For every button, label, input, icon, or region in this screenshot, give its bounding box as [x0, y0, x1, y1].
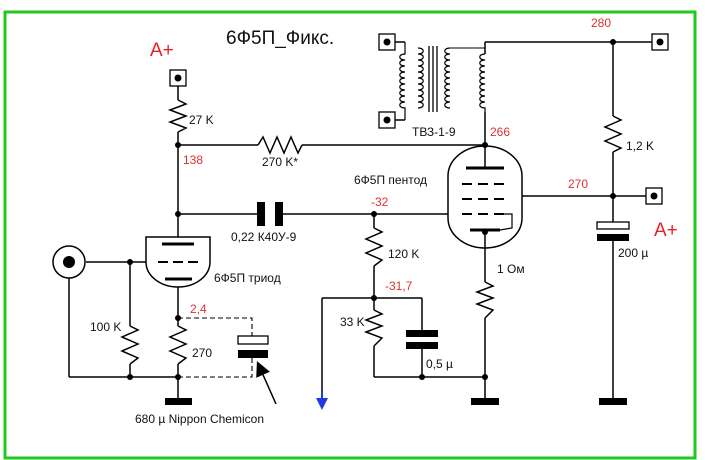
label-r-120k: 120 K — [388, 247, 419, 261]
label-c-bias: 0,5 µ — [426, 357, 453, 371]
label-triode: 6Ф5П триод — [214, 271, 281, 285]
resistor-100k — [120, 325, 140, 365]
resistor-1-ohm — [474, 281, 496, 319]
capacitor-supply-200u — [596, 221, 630, 241]
terminal-transformer-primary-top — [378, 33, 396, 51]
voltage-triode-anode: 138 — [183, 153, 203, 167]
label-r-100k: 100 K — [90, 320, 121, 334]
supply-label-right: A+ — [654, 220, 678, 241]
wiring — [68, 41, 652, 400]
terminal-supply-right — [645, 187, 663, 205]
label-transformer: ТВЗ-1-9 — [412, 125, 456, 139]
resistor-33k — [363, 309, 385, 347]
label-r-27k: 27 K — [189, 113, 214, 127]
label-c-200u: 200 µ — [618, 246, 648, 260]
terminal-supply-left — [169, 69, 187, 87]
output-transformer — [399, 42, 486, 120]
voltage-bias-node: -31,7 — [385, 279, 413, 293]
resistor-1-2k — [603, 115, 623, 153]
resistor-270 — [168, 325, 188, 365]
voltage-supply-top: 280 — [591, 16, 611, 30]
callout-arrow — [256, 361, 277, 405]
label-c-coupling: 0,22 К40У-9 — [231, 230, 297, 244]
input-jack — [52, 245, 86, 279]
voltage-supply-node: 270 — [568, 177, 588, 191]
capacitor-coupling — [257, 202, 283, 226]
triode-tube — [145, 236, 211, 288]
capacitor-cathode-680u — [237, 335, 269, 358]
label-r-270: 270 — [192, 346, 212, 360]
ground-symbols — [165, 398, 627, 405]
terminal-transformer-primary-bottom — [378, 111, 396, 129]
diagram-title: 6Ф5П_Фикс. — [226, 28, 334, 49]
label-r-1-ohm: 1 Ом — [497, 262, 525, 276]
junction-dots — [127, 39, 616, 380]
label-pentode: 6Ф5П пентод — [354, 173, 427, 187]
voltage-pentode-grid: -32 — [371, 195, 389, 209]
terminal-supply-top-right — [651, 33, 669, 51]
pentode-tube — [447, 145, 523, 249]
resistor-27k — [167, 99, 189, 133]
resistor-120k — [364, 227, 384, 267]
label-r-33k: 33 K — [340, 315, 365, 329]
voltage-pentode-anode: 266 — [490, 125, 510, 139]
diagram-frame — [3, 10, 697, 460]
bias-supply-arrow — [316, 392, 328, 410]
label-r-270k: 270 K* — [262, 155, 298, 169]
resistor-270k-feedback — [257, 135, 303, 155]
voltage-triode-cathode: 2,4 — [190, 302, 207, 316]
capacitor-bias — [406, 330, 438, 349]
label-c-680u: 680 µ Nippon Chemicon — [135, 412, 264, 426]
label-r-1-2k: 1,2 K — [626, 139, 654, 153]
supply-label-left: A+ — [150, 40, 174, 61]
